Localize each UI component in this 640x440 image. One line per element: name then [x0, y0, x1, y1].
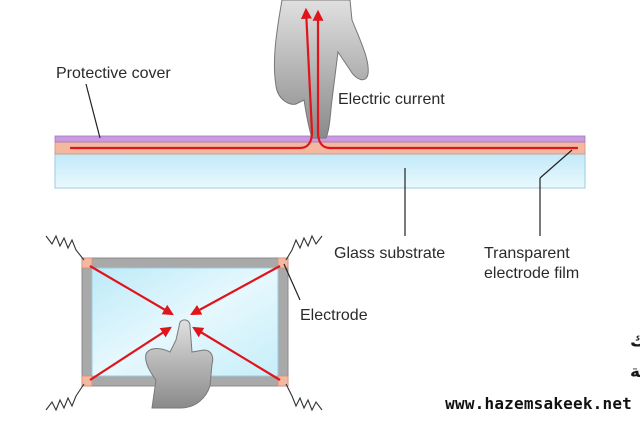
zigzag-bl	[45, 383, 85, 412]
zigzag-tr	[285, 234, 323, 261]
corner-current-arrows	[89, 265, 281, 381]
corner-electrode-tr	[277, 257, 289, 269]
arrow-from-bl	[89, 326, 172, 381]
label-protective-cover: Protective cover	[56, 65, 171, 82]
label-electrode-film: electrode film	[484, 265, 579, 282]
electric-current-paths	[70, 7, 578, 150]
current-line-left	[70, 7, 314, 150]
arrow-from-tl	[89, 265, 174, 316]
leader-electrode-film	[539, 149, 573, 179]
arrow-from-br	[192, 326, 281, 381]
corner-electrode-bl	[81, 375, 93, 387]
leader-electrode	[283, 263, 301, 301]
current-line-right	[312, 9, 578, 150]
pointing-hand-icon-bottom	[145, 319, 214, 409]
leader-lines	[85, 83, 573, 236]
zigzag-br	[285, 383, 323, 412]
glass-substrate-layer	[54, 152, 586, 189]
label-electrode: Electrode	[300, 307, 368, 324]
watermark-url: www.hazemsakeek.net	[445, 394, 632, 413]
zigzag-wire-icon	[45, 234, 323, 412]
arrow-from-tr	[190, 265, 281, 316]
label-transparent: Transparent	[484, 245, 570, 262]
watermark-author-name: د. حازم فلاح سكيك	[630, 330, 640, 351]
label-glass-substrate: Glass substrate	[334, 245, 445, 262]
watermark-network-name: شبكة الفيزياء التعليمية	[630, 362, 640, 382]
corner-electrode-tl	[81, 257, 93, 269]
leader-protective-cover	[85, 83, 101, 139]
panel-cross-section	[54, 135, 586, 189]
zigzag-tl	[45, 234, 85, 261]
pointing-hand-icon	[273, 0, 369, 139]
corner-electrode-br	[277, 375, 289, 387]
label-electric-current: Electric current	[338, 91, 445, 108]
